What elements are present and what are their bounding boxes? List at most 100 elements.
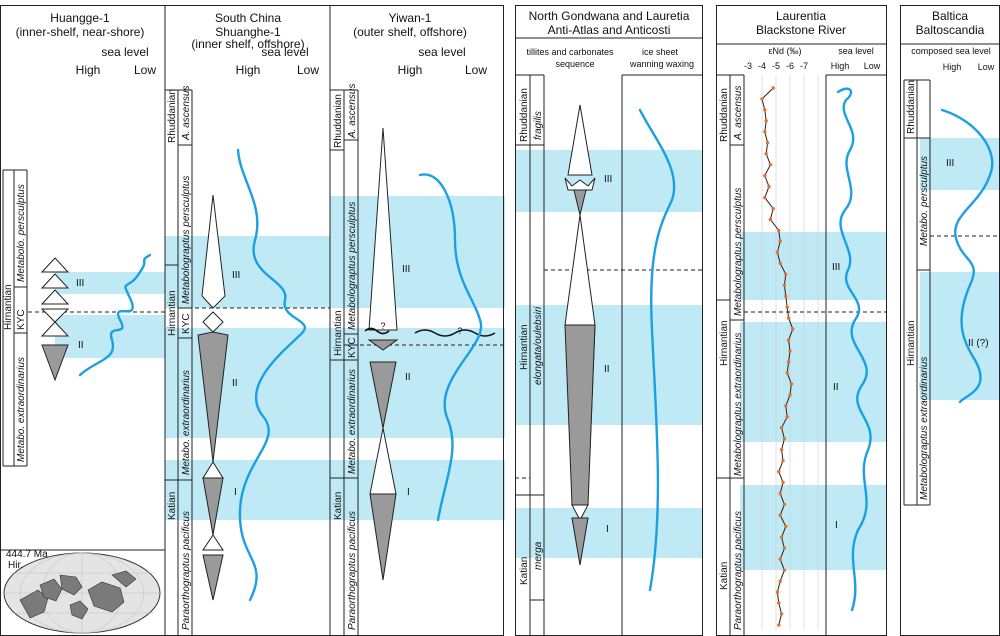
yiwan-labels: Yiwan-1 (outer shelf, offshore) sea leve… [333, 11, 487, 630]
gondwana-curve [638, 108, 676, 592]
shuanghe-pacificus: Paraorthograptus pacificus [181, 511, 192, 630]
world-map-inset: 444.7 Ma Hir. [0, 549, 166, 636]
yiwan-roman-iii: III [402, 264, 410, 275]
gondwana-merga: merga [533, 541, 544, 570]
huangge-hirnantian: Hirnantian [3, 284, 14, 330]
laurentia-persculptus: Metabolograptus persculptus [733, 188, 744, 316]
gondwana-subtitle: Anti-Atlas and Anticosti [548, 23, 671, 37]
shuanghe-subtitle: (inner shelf, offshore) [191, 37, 304, 51]
huangge-extraordinarius: Metabo. extraordinarius [16, 357, 27, 462]
gondwana-fragilis: fragilis [533, 111, 544, 140]
gondwana-title: North Gondwana and Lauretia [529, 9, 690, 23]
yiwan-roman-ii: II [405, 372, 411, 383]
baltica-title: Baltica [932, 9, 968, 23]
shuanghe-extraordinarius: Metabo. extraordinarius [181, 370, 192, 475]
laurentia-sea-level: sea level [838, 46, 874, 56]
huangge-subtitle: (inner-shelf, near-shore) [16, 25, 145, 39]
huangge-high: High [76, 63, 101, 77]
shuanghe-roman-i: I [234, 487, 237, 498]
yiwan-pacificus: Paraorthograptus pacificus [347, 511, 358, 630]
laurentia-hirnantian: Hirnantian [719, 320, 730, 366]
gondwana-col2-a: ice sheet [642, 47, 679, 57]
huangge-roman-ii: II [78, 340, 84, 351]
shuanghe-low: Low [297, 63, 319, 77]
shuanghe-roman-iii: III [232, 270, 240, 281]
baltica-subtitle: Baltoscandia [916, 23, 985, 37]
shuanghe-high: High [236, 63, 261, 77]
gondwana-labels: North Gondwana and Lauretia Anti-Atlas a… [519, 9, 694, 585]
shuanghe-kyc: KYC [181, 313, 192, 334]
yiwan-low: Low [465, 63, 487, 77]
laurentia-pacificus: Paraorthograptus pacificus [733, 511, 744, 630]
eps-tick-2: -5 [772, 61, 780, 71]
yiwan-high: High [398, 63, 423, 77]
yiwan-sea-level: sea level [418, 45, 465, 59]
huangge-curve [78, 253, 152, 377]
shuanghe-rhuddanian: Rhuddanian [167, 89, 178, 143]
gondwana-elongata: elongata/oulebsiri [533, 306, 544, 385]
yiwan-persculptus: Metabolograptus persculptus [347, 202, 358, 330]
gondwana-katian: Katian [519, 557, 530, 585]
sea-level-curves [78, 87, 994, 612]
gondwana-roman-ii: II [604, 364, 610, 375]
laurentia-roman-i: I [835, 520, 838, 531]
laurentia-labels: Laurentia Blackstone River εNd (‰) -3 -4… [719, 9, 881, 630]
baltica-composed: composed sea level [911, 46, 991, 56]
yiwan-rhuddanian: Rhuddanian [333, 94, 344, 148]
huangge-roman-iii: III [76, 278, 84, 289]
yiwan-title: Yiwan-1 [389, 11, 432, 25]
yiwan-roman-i: I [407, 487, 410, 498]
gondwana-roman-iii: III [604, 174, 612, 185]
huangge-sea-level: sea level [101, 45, 148, 59]
laurentia-high: High [831, 61, 850, 71]
baltica-persculptus: Metabo. persculptus [919, 156, 930, 246]
laurentia-subtitle: Blackstone River [756, 23, 846, 37]
baltica-high: High [943, 62, 962, 72]
baltica-hirnantian: Hirnantian [906, 320, 917, 366]
yiwan-question-2: ? [457, 326, 462, 336]
baltica-low: Low [978, 62, 995, 72]
laurentia-title: Laurentia [776, 9, 826, 23]
yiwan-question-1: ? [380, 321, 385, 331]
shuanghe-katian: Katian [167, 492, 178, 520]
map-age: 444.7 Ma [6, 549, 48, 560]
laurentia-roman-iii: III [832, 262, 840, 273]
epsilon-axis-label: εNd (‰) [768, 46, 801, 56]
yiwan-extraordinarius: Metabo. extraordinarius [347, 369, 358, 474]
yiwan-katian: Katian [333, 492, 344, 520]
laurentia-ascensus: A. ascensus [733, 86, 744, 141]
map-hir: Hir. [8, 560, 23, 571]
baltica-labels: Baltica Baltoscandia composed sea level … [906, 9, 995, 500]
gondwana-roman-i: I [606, 524, 609, 535]
panel-frames [0, 5, 1000, 636]
eps-tick-3: -6 [786, 61, 794, 71]
yiwan-kyc: KYC [347, 337, 358, 358]
baltica-rhuddanian: Rhuddanian [906, 80, 917, 134]
yiwan-hirnantian: Hirnantian [333, 310, 344, 356]
baltica-curve [940, 108, 994, 404]
eps-tick-0: -3 [744, 61, 752, 71]
baltica-extraordinarius: Metabolograptus extraordinarius [919, 357, 930, 500]
shuanghe-roman-ii: II [232, 378, 238, 389]
epsilon-nd-line [760, 86, 795, 627]
baltica-roman-iii: III [946, 158, 954, 169]
gondwana-rhuddanian: Rhuddanian [519, 88, 530, 142]
huangge-labels: Huangge-1 (inner-shelf, near-shore) sea … [3, 11, 156, 462]
gondwana-col1-b: sequence [555, 59, 594, 69]
baltica-roman-ii: II (?) [968, 338, 989, 349]
eps-tick-1: -4 [758, 61, 766, 71]
huangge-persculptus: Metabolo. persculptus [16, 184, 27, 282]
shuanghe-title: Shuanghe-1 [215, 25, 281, 39]
laurentia-katian: Katian [719, 562, 730, 590]
eps-tick-4: -7 [800, 61, 808, 71]
laurentia-low: Low [864, 61, 881, 71]
laurentia-extraordinarius: Metabolograptus extraordinarius [733, 333, 744, 476]
yiwan-subtitle: (outer shelf, offshore) [353, 25, 467, 39]
shuanghe-persculptus: Metabolograptus persculptus [181, 176, 192, 304]
gondwana-hirnantian: Hirnantian [519, 324, 530, 370]
huangge-title: Huangge-1 [50, 11, 110, 25]
laurentia-curve [836, 87, 872, 612]
laurentia-roman-ii: II [833, 382, 839, 393]
gondwana-col2-b: wanning waxing [629, 59, 694, 69]
